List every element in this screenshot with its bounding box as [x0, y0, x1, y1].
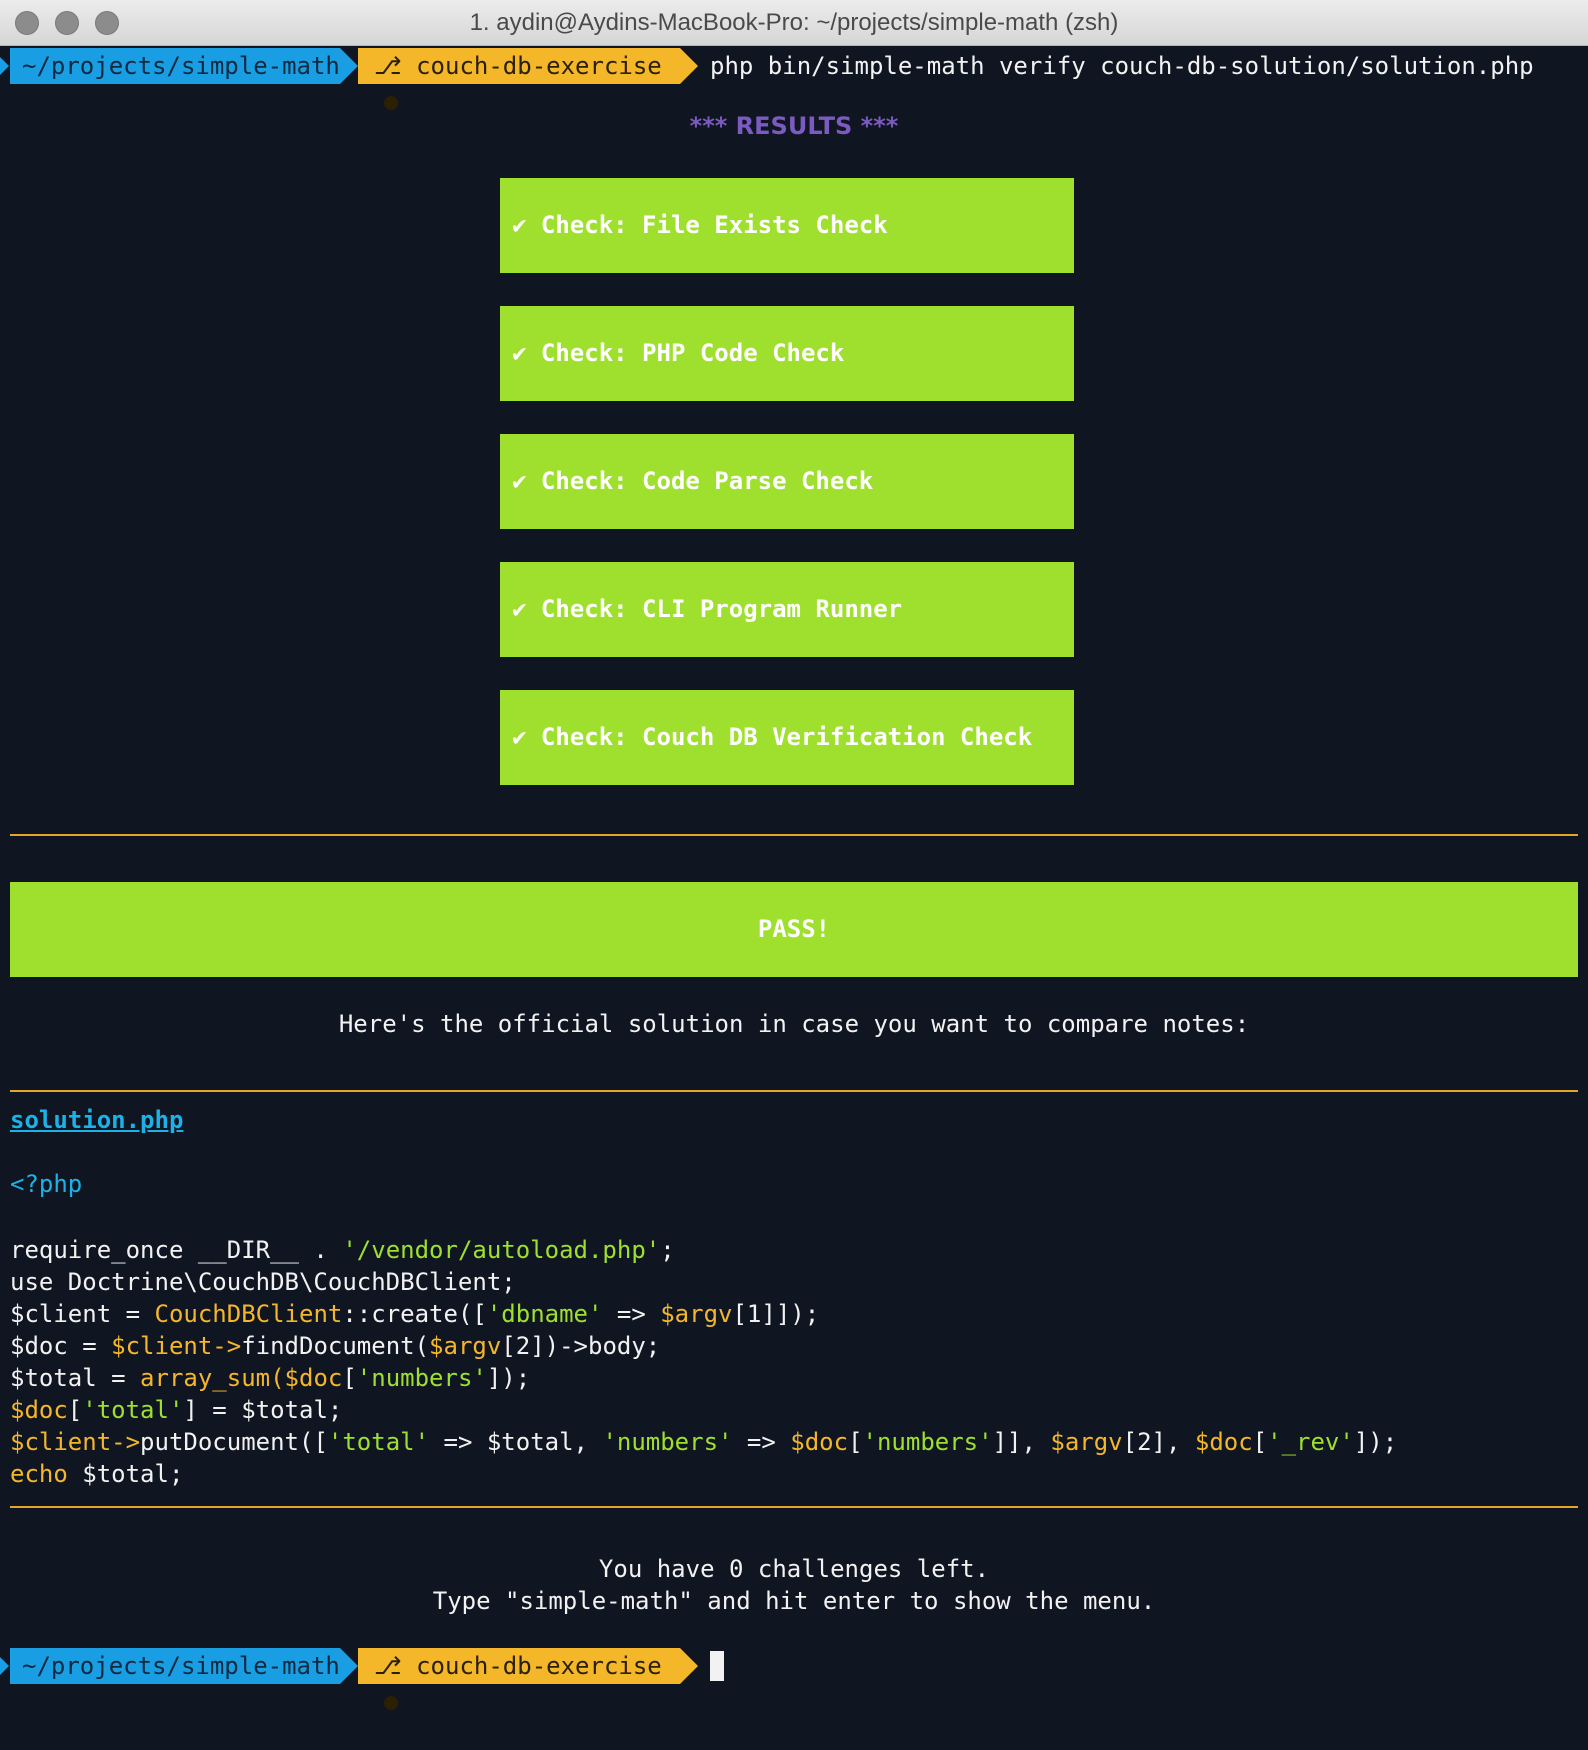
git-branch-icon: ⎇: [374, 52, 402, 80]
challenges-left-text: You have 0 challenges left.: [598, 1555, 990, 1583]
pass-banner: PASS!: [10, 882, 1578, 977]
prompt-start-arrow-icon: [0, 57, 9, 75]
close-window-button[interactable]: [15, 11, 39, 35]
zoom-window-button[interactable]: [95, 11, 119, 35]
dirty-status-dot-icon: [384, 96, 398, 110]
prompt-branch-text: couch-db-exercise: [416, 52, 662, 80]
code-line: $client->putDocument(['total' => $total,…: [10, 1428, 1398, 1456]
code-line: use Doctrine\CouchDB\CouchDBClient;: [10, 1268, 516, 1296]
solution-filename: solution.php: [10, 1106, 184, 1134]
git-branch-icon: ⎇: [374, 1652, 402, 1680]
prompt-directory-text: ~/projects/simple-math: [22, 52, 340, 80]
divider: [10, 834, 1578, 836]
command-prompt[interactable]: ~/projects/simple-math ⎇ couch-db-exerci…: [0, 1648, 1588, 1710]
code-line: $doc = $client->findDocument($argv[2])->…: [10, 1332, 661, 1360]
prompt-git-branch: ⎇ couch-db-exercise: [358, 48, 698, 110]
check-result: ✔ Check: PHP Code Check: [500, 306, 1074, 401]
command-text: php bin/simple-math verify couch-db-solu…: [710, 52, 1534, 80]
prompt-directory-text: ~/projects/simple-math: [22, 1652, 340, 1680]
prompt-branch-text: couch-db-exercise: [416, 1652, 662, 1680]
divider: [10, 1506, 1578, 1508]
check-result: ✔ Check: Code Parse Check: [500, 434, 1074, 529]
code-line: $client = CouchDBClient::create(['dbname…: [10, 1300, 820, 1328]
php-open-tag: <?php: [10, 1170, 83, 1198]
window-titlebar: 1. aydin@Aydins-MacBook-Pro: ~/projects/…: [0, 0, 1588, 46]
code-line: require_once __DIR__ . '/vendor/autoload…: [10, 1236, 675, 1264]
check-result: ✔ Check: CLI Program Runner: [500, 562, 1074, 657]
prompt-directory: ~/projects/simple-math: [10, 48, 358, 84]
check-result: ✔ Check: Couch DB Verification Check: [500, 690, 1074, 785]
terminal-cursor[interactable]: [710, 1651, 724, 1681]
command-prompt: ~/projects/simple-math ⎇ couch-db-exerci…: [0, 48, 1588, 110]
minimize-window-button[interactable]: [55, 11, 79, 35]
dirty-status-dot-icon: [384, 1696, 398, 1710]
prompt-git-branch: ⎇ couch-db-exercise: [358, 1648, 698, 1710]
prompt-start-arrow-icon: [0, 1657, 9, 1675]
divider: [10, 1090, 1578, 1092]
code-line: $doc['total'] = $total;: [10, 1396, 343, 1424]
window-title: 1. aydin@Aydins-MacBook-Pro: ~/projects/…: [469, 9, 1119, 36]
solution-note: Here's the official solution in case you…: [338, 1010, 1250, 1038]
code-line: $total = array_sum($doc['numbers']);: [10, 1364, 531, 1392]
prompt-directory: ~/projects/simple-math: [10, 1648, 358, 1684]
code-line: echo $total;: [10, 1460, 184, 1488]
menu-hint-text: Type "simple-math" and hit enter to show…: [432, 1587, 1156, 1615]
results-title: *** RESULTS ***: [689, 112, 899, 140]
check-result: ✔ Check: File Exists Check: [500, 178, 1074, 273]
